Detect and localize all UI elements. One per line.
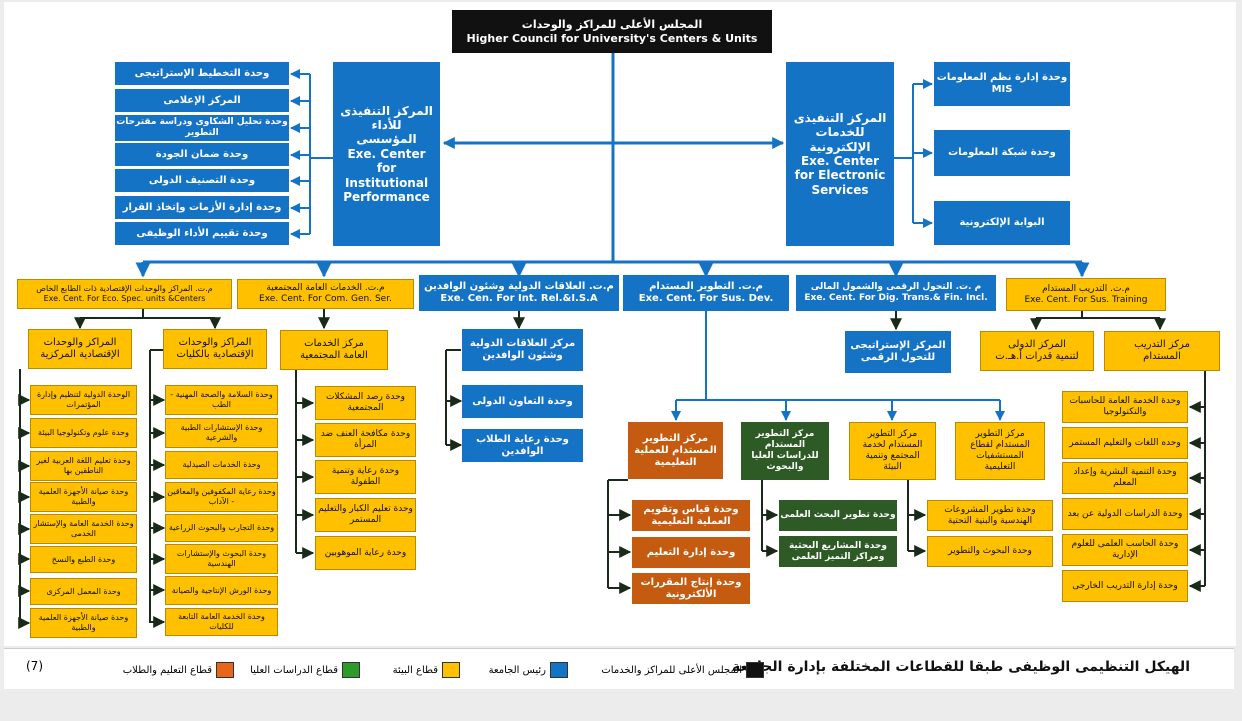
perf-unit-6: وحدة إدارة الأزمات وإتخاذ القرار [115, 196, 289, 219]
sus-dev-env-unit-1: وحدة تطوير المشروعات الهندسية والبنية ال… [927, 500, 1053, 531]
legend-swatch-blue [550, 662, 568, 678]
perf-unit-5: وحدة التصنيف الدولى [115, 169, 289, 192]
legend-item-environment: قطاع البيئة [393, 662, 460, 678]
training-unit-2: وحده اللغات والتعليم المستمر [1062, 427, 1188, 459]
community-unit-5: وحدة رعاية الموهوبين [315, 536, 416, 570]
eco-central-unit-4: وحدة صيانة الأجهزة العلمية والطبية [30, 482, 137, 512]
legend-swatch-yellow [442, 662, 460, 678]
eco-central-unit-8: وحدة صيانة الأجهزة العلمية والطبية [30, 608, 137, 638]
sus-dev-edu-unit-1: وحدة قياس وتقويم العملية التعليمية [632, 500, 750, 531]
perf-unit-4: وحدة ضمان الجودة [115, 143, 289, 166]
chart-caption: الهيكل التنظيمى الوظيفى طبقا للقطاعات ال… [731, 659, 1190, 675]
training-unit-4: وحدة الدراسات الدولية عن بعد [1062, 498, 1188, 530]
community-unit-3: وحدة رعاية وتنمية الطفولة [315, 460, 416, 494]
perf-unit-2: المركز الإعلامى [115, 89, 289, 112]
legend-bar: الهيكل التنظيمى الوظيفى طبقا للقطاعات ال… [4, 648, 1234, 689]
sus-dev-grad-unit-2: وحدة المشاريع البحثية ومراكز التميز العل… [779, 536, 897, 567]
elec-unit-portal: البوابة الإلكترونية [934, 201, 1070, 245]
eco-faculty-unit-7: وحدة الورش الإنتاجية والصيانة [165, 576, 278, 605]
sector-eco-special: م.ت. المراكز والوحدات الإقتصادية ذات الط… [17, 279, 232, 309]
perf-unit-7: وحدة تقييم الأداء الوظيفى [115, 222, 289, 245]
eco-central-unit-6: وحدة الطبع والنسخ [30, 546, 137, 573]
eco-central-unit-7: وحدة المعمل المركزى [30, 578, 137, 605]
sus-dev-edu-unit-2: وحدة إدارة التعليم [632, 537, 750, 568]
intl-unit-cooperation: وحدة التعاون الدولى [462, 385, 583, 418]
legend-item-education: قطاع التعليم والطلاب [123, 662, 234, 678]
sus-dev-env-unit-2: وحدة البحوث والتطوير [927, 536, 1053, 567]
training-unit-1: وحدة الخدمة العامة للحاسبات والتكنولوجيا [1062, 391, 1188, 423]
community-unit-2: وحدة مكافحة العنف ضد المرأة [315, 423, 416, 457]
perf-unit-1: وحدة التخطيط الإستراتيجى [115, 62, 289, 85]
eco-faculty-unit-8: وحدة الخدمة العامة التابعة للكليات [165, 608, 278, 636]
training-unit-6: وحدة إدارة التدريب الخارجى [1062, 570, 1188, 602]
eco-faculty-unit-1: وحدة السلامة والصحة المهنية - الطب [165, 385, 278, 415]
training-unit-5: وحدة الحاسب العلمى للعلوم الإدارية [1062, 534, 1188, 566]
eco-faculty-unit-2: وحدة الإستشارات الطبية والشرعية [165, 418, 278, 448]
intl-unit-students: وحدة رعاية الطلاب الوافدين [462, 429, 583, 462]
eco-faculty-unit-5: وحدة التجارب والبحوث الزراعية [165, 514, 278, 542]
eco-faculty-unit-6: وحدة البحوث والإستشارات الهندسية [165, 544, 278, 574]
eco-central-unit-3: وحدة تعليم اللغة العربية لغير الناطقين ب… [30, 451, 137, 481]
perf-unit-3: وحدة تحليل الشكاوى ودراسة مقترحات التطوي… [115, 115, 289, 141]
community-unit-1: وحدة رصد المشكلات المجتمعية [315, 386, 416, 420]
eco-faculty-unit-4: وحدة رعاية المكفوفين والمعاقين - الآداب [165, 482, 278, 512]
eco-central-unit-1: الوحدة الدولية لتنظيم وإدارة المؤتمرات [30, 385, 137, 415]
legend-item-president: رئيس الجامعة [489, 662, 568, 678]
legend-swatch-green [342, 662, 360, 678]
eco-faculty-unit-3: وحدة الخدمات الصيدلية [165, 451, 278, 479]
page-number: (7) [26, 659, 43, 673]
training-unit-3: وحدة التنمية البشرية وإعداد المعلم [1062, 462, 1188, 494]
sus-dev-edu-unit-3: وحدة إنتاج المقررات الألكترونية [632, 573, 750, 604]
legend-swatch-black [746, 662, 764, 678]
sus-dev-grad-unit-1: وحدة تطوير البحث العلمى [779, 500, 897, 531]
legend-item-graduate: قطاع الدراسات العليا [250, 662, 360, 678]
elec-unit-network: وحدة شبكة المعلومات [934, 130, 1070, 176]
legend-item-council: المجلس الأعلى للمراكز والخدمات [601, 662, 764, 678]
legend-swatch-orange [216, 662, 234, 678]
community-unit-4: وحدة تعليم الكبار والتعليم المستمر [315, 498, 416, 532]
higher-council-box: المجلس الأعلى للمراكز والوحدات Higher Co… [452, 10, 772, 53]
eco-central-unit-2: وحدة علوم وتكنولوجيا البيئة [30, 418, 137, 448]
eco-central-unit-5: وحدة الخدمة العامة والإستشار الخدمى [30, 514, 137, 544]
